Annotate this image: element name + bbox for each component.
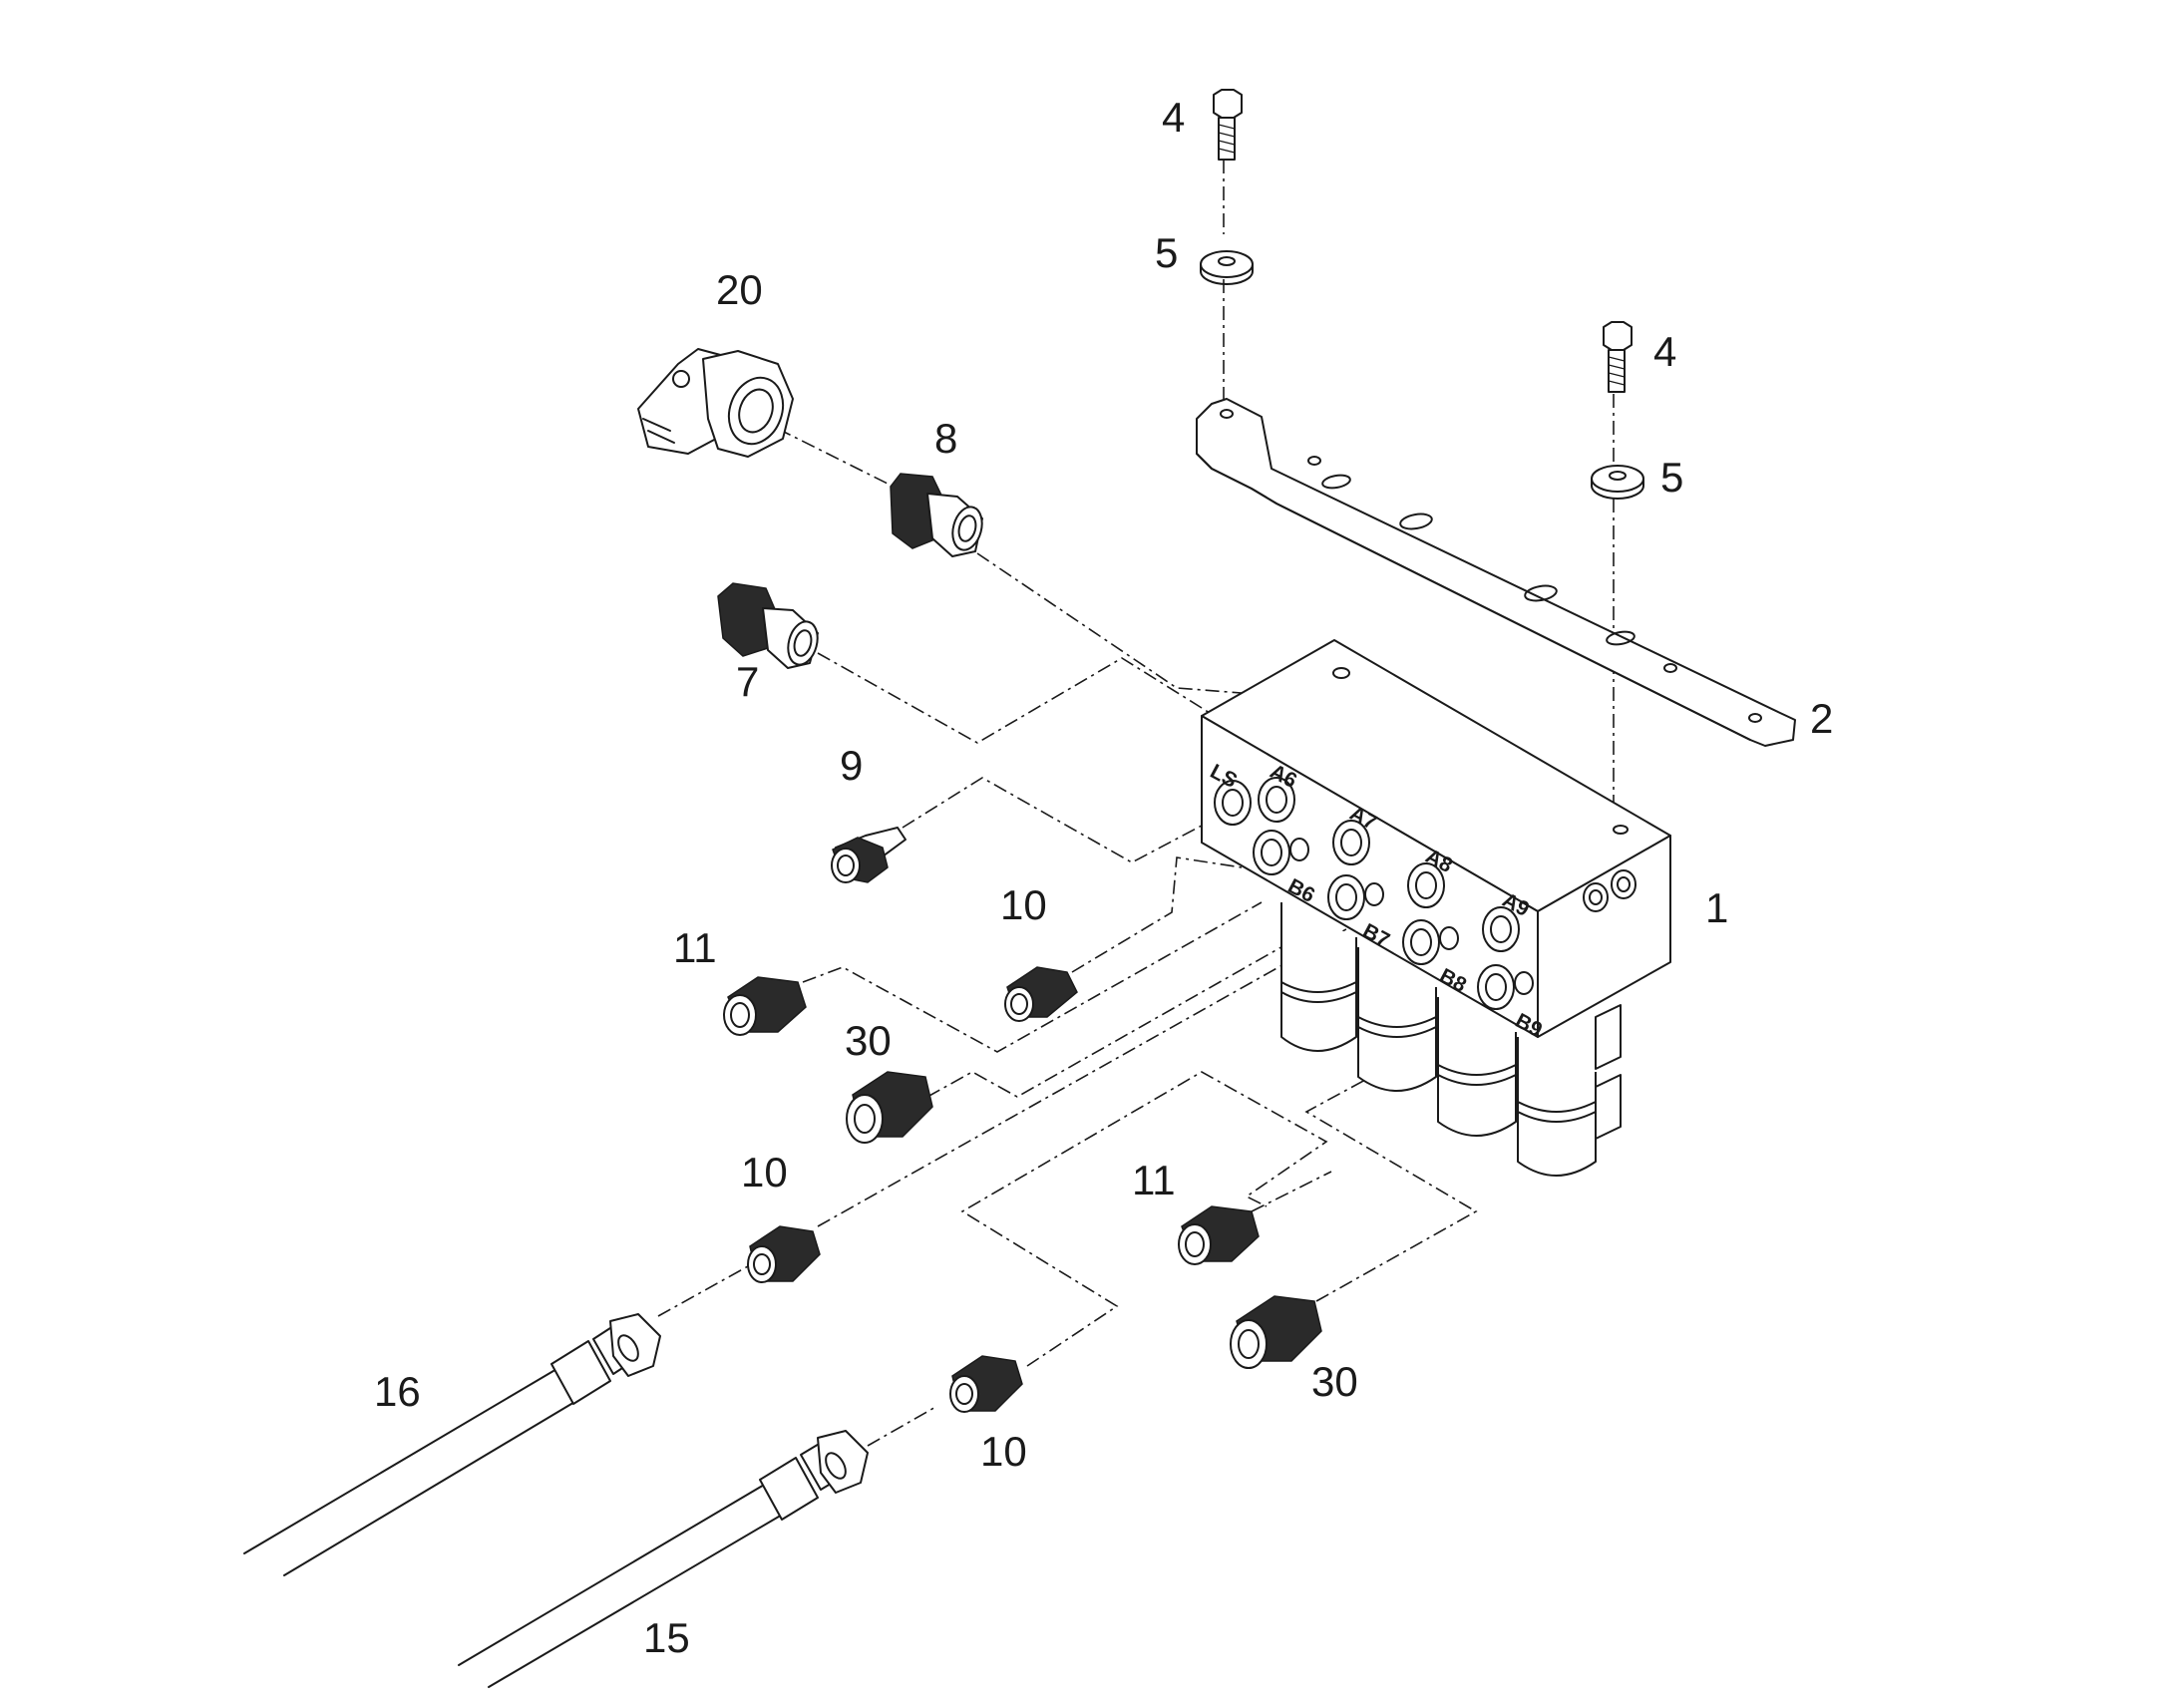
callout-10-upper: 10 bbox=[1000, 881, 1047, 928]
fitting-11-left bbox=[723, 976, 807, 1036]
block-ports bbox=[1214, 777, 1534, 1010]
callout-1: 1 bbox=[1705, 884, 1728, 931]
mounting-bracket bbox=[1196, 398, 1796, 747]
callout-8: 8 bbox=[934, 415, 957, 462]
fitting-10-upper bbox=[1004, 966, 1078, 1022]
callout-11-left: 11 bbox=[673, 924, 717, 971]
elbow-fitting bbox=[637, 348, 794, 458]
callout-20: 20 bbox=[716, 266, 763, 313]
callout-9: 9 bbox=[840, 742, 863, 789]
callout-7: 7 bbox=[736, 658, 759, 705]
bolt-top bbox=[1213, 89, 1243, 161]
fitting-11-right bbox=[1178, 1205, 1260, 1265]
callout-30-right: 30 bbox=[1311, 1358, 1358, 1405]
callout-5-right: 5 bbox=[1660, 454, 1683, 501]
callout-30-left: 30 bbox=[845, 1017, 892, 1064]
callout-10-mid: 10 bbox=[741, 1149, 788, 1196]
callout-2: 2 bbox=[1810, 695, 1833, 742]
hose-16 bbox=[243, 1313, 661, 1576]
solenoid-cartridges bbox=[1280, 902, 1622, 1177]
callout-11-right: 11 bbox=[1132, 1157, 1176, 1203]
callout-5-top: 5 bbox=[1155, 229, 1178, 276]
fitting-30-right bbox=[1230, 1295, 1322, 1369]
fitting-10-mid bbox=[747, 1225, 821, 1283]
callout-16: 16 bbox=[374, 1368, 421, 1415]
fitting-8 bbox=[890, 473, 983, 557]
bolt-right bbox=[1603, 321, 1633, 393]
callout-10-lower: 10 bbox=[980, 1428, 1027, 1475]
fitting-7 bbox=[717, 582, 819, 669]
callout-4-right: 4 bbox=[1653, 328, 1676, 375]
fitting-9 bbox=[831, 827, 907, 883]
fitting-10-lower bbox=[949, 1355, 1023, 1413]
callouts: 1 2 4 4 5 5 7 8 9 10 10 10 11 11 15 16 2… bbox=[374, 94, 1833, 1661]
washer-top bbox=[1200, 250, 1254, 285]
callout-4-top: 4 bbox=[1162, 94, 1185, 141]
hose-15 bbox=[458, 1430, 869, 1688]
callout-15: 15 bbox=[643, 1614, 690, 1661]
valve-block: LS A6 A7 A8 A9 B6 B7 B8 B9 bbox=[1201, 639, 1671, 1177]
washer-right bbox=[1591, 465, 1644, 500]
fitting-30-left bbox=[846, 1071, 933, 1144]
